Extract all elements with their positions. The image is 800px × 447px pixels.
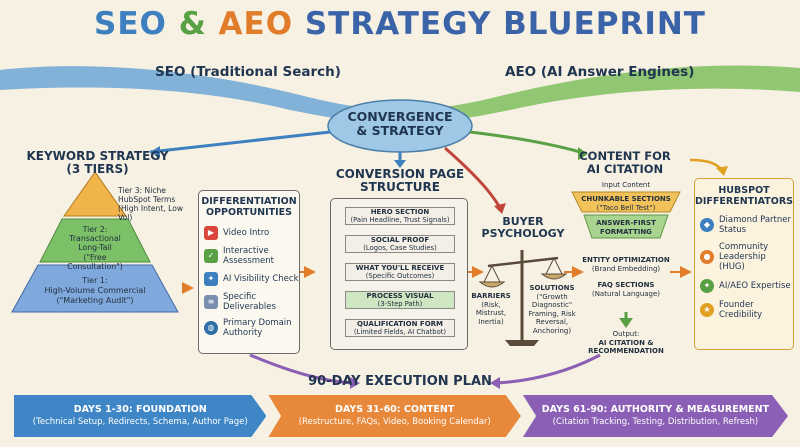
section-hero: HERO SECTION(Pain Headline, Trust Signal… <box>345 207 455 226</box>
hub-item-community: ●Community Leadership (HUG) <box>700 242 793 272</box>
pyramid-tier3 <box>63 171 127 217</box>
hub-item-diamond: ◆Diamond Partner Status <box>700 215 793 235</box>
plan-title: 90-DAY EXECUTION PLAN <box>308 374 492 389</box>
ai-icon: ✦ <box>204 272 218 286</box>
video-icon: ▶ <box>204 226 218 240</box>
title-seo: SEO <box>94 6 167 42</box>
pyramid-tier1 <box>11 264 179 313</box>
barriers-label: BARRIERS (Risk, Mistrust, Inertia) <box>471 292 511 326</box>
scale-pan-left <box>478 281 506 288</box>
diff-item-domain: ◍Primary Domain Authority <box>204 318 299 338</box>
phase-3: DAYS 61-90: AUTHORITY & MEASUREMENT (Cit… <box>522 395 788 437</box>
differentiation-title: DIFFERENTIATION OPPORTUNITIES <box>201 196 297 218</box>
diff-item-ai-visibility: ✦AI Visibility Check <box>204 272 299 286</box>
seo-stream <box>0 66 395 124</box>
faq-label: FAQ SECTIONS (Natural Language) <box>591 281 661 298</box>
tier1-label: Tier 1: High-Volume Commercial ("Marketi… <box>44 276 146 305</box>
page-title: SEO & AEO STRATEGY BLUEPRINT <box>0 6 800 42</box>
section-process: PROCESS VISUAL(3-Step Path) <box>345 291 455 310</box>
arrow-to-plan <box>249 353 356 385</box>
conversion-title: CONVERSION PAGE STRUCTURE <box>335 167 465 194</box>
hubspot-box: HUBSPOT DIFFERENTIATORS ◆Diamond Partner… <box>694 178 794 350</box>
keyword-strategy-title: KEYWORD STRATEGY (3 TIERS) <box>26 149 169 176</box>
output-label: Output: AI CITATION & RECOMMENDATION <box>588 330 664 355</box>
convergence-label: CONVERGENCE & STRATEGY <box>347 109 453 138</box>
section-receive: WHAT YOU'LL RECEIVE(Specific Outcomes) <box>345 263 455 282</box>
tier3-label: Tier 3: Niche HubSpot Terms (High Intent… <box>118 186 184 222</box>
funnel-top <box>571 191 681 213</box>
section-form: QUALIFICATION FORM(Limited Fields, AI Ch… <box>345 319 455 338</box>
differentiation-box: DIFFERENTIATION OPPORTUNITIES ▶Video Int… <box>198 190 300 354</box>
globe-icon: ◍ <box>204 321 218 335</box>
document-icon: ≡ <box>204 295 218 309</box>
scale-pan-right <box>540 273 568 280</box>
hub-item-ai: ✦AI/AEO Expertise <box>700 279 793 293</box>
wireframe-box: HERO SECTION(Pain Headline, Trust Signal… <box>330 198 468 350</box>
arrow-to-content <box>469 130 581 154</box>
title-amp: & <box>178 6 207 42</box>
input-content-label: Input Content <box>601 181 651 189</box>
hubspot-title: HUBSPOT DIFFERENTIATORS <box>695 185 793 207</box>
plan-timeline: DAYS 1-30: FOUNDATION (Technical Setup, … <box>14 395 788 437</box>
diff-item-video: ▶Video Intro <box>204 226 299 240</box>
content-title: CONTENT FOR AI CITATION <box>579 149 671 176</box>
hub-item-founder: ★Founder Credibility <box>700 300 793 320</box>
arrow-to-buyer <box>444 146 502 209</box>
ai-chip-icon: ✦ <box>700 279 714 293</box>
seo-stream-label: SEO (Traditional Search) <box>155 64 341 80</box>
diff-item-assessment: ✓Interactive Assessment <box>204 246 299 266</box>
aeo-stream-label: AEO (AI Answer Engines) <box>505 64 695 80</box>
title-aeo: AEO <box>218 6 294 42</box>
section-social-proof: SOCIAL PROOF(Logos, Case Studies) <box>345 235 455 254</box>
people-icon: ● <box>700 250 714 264</box>
answer-first-label: ANSWER-FIRST FORMATTING <box>596 219 656 236</box>
buyer-title: BUYER PSYCHOLOGY <box>481 215 565 240</box>
title-rest: STRATEGY BLUEPRINT <box>304 6 706 42</box>
arrow-to-keyword <box>149 130 331 154</box>
scale-beam <box>487 256 559 268</box>
phase-2: DAYS 31-60: CONTENT (Restructure, FAQs, … <box>268 395 521 437</box>
diamond-icon: ◆ <box>700 218 714 232</box>
funnel-mid <box>583 214 669 239</box>
chunk-label: CHUNKABLE SECTIONS ("Taco Bell Test") <box>581 195 671 212</box>
diff-item-deliverables: ≡Specific Deliverables <box>204 292 299 312</box>
aeo-stream <box>405 65 800 124</box>
pyramid-tier2 <box>39 218 151 263</box>
checklist-icon: ✓ <box>204 249 218 263</box>
solutions-label: SOLUTIONS ("Growth Diagnostic" Framing, … <box>528 284 576 335</box>
founder-icon: ★ <box>700 303 714 317</box>
phase-1: DAYS 1-30: FOUNDATION (Technical Setup, … <box>14 395 267 437</box>
entity-label: ENTITY OPTIMIZATION (Brand Embedding) <box>582 256 670 273</box>
tier2-label: Tier 2: Transactional Long-Tail ("Free C… <box>67 225 123 271</box>
